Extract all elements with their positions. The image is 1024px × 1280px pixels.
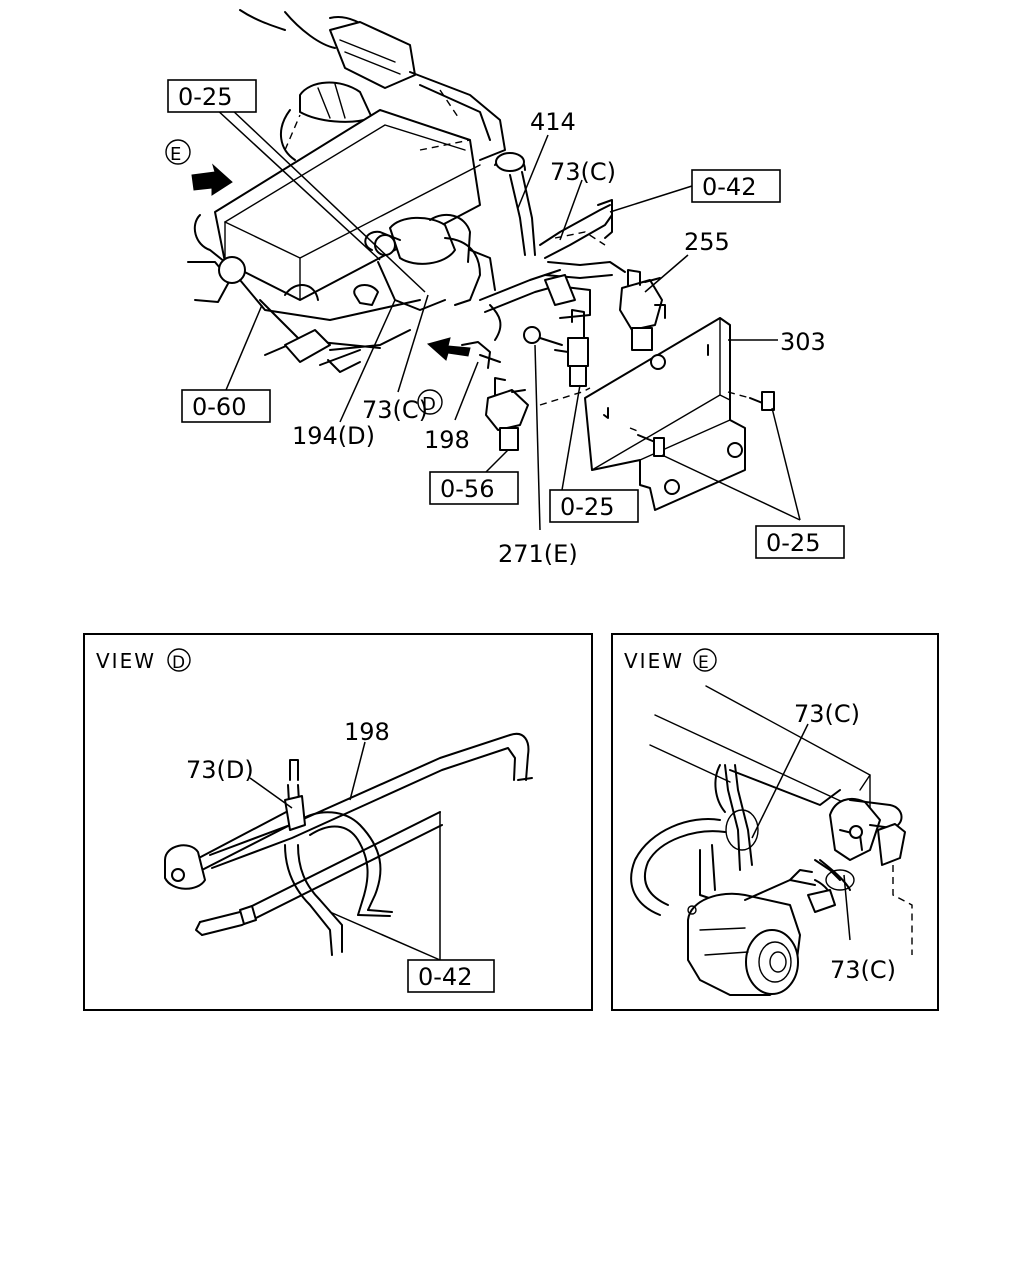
part-label-303: 303 — [780, 328, 826, 356]
main-view: E D 0-25 — [165, 9, 845, 568]
bracket-303 — [584, 317, 775, 511]
view-d-panel: VIEW D 198 73(D) 0-42 — [83, 633, 593, 1011]
view-marker-d: D — [417, 389, 443, 415]
part-label-73c-bottom: 73(C) — [362, 396, 428, 424]
leader-lines — [214, 107, 801, 531]
ref-box-025-top-text: 0-25 — [178, 83, 232, 111]
vsv-valve-255 — [619, 269, 666, 351]
view-d-title-letter: D — [172, 653, 185, 673]
view-e-part-label-73c-top: 73(C) — [794, 700, 860, 728]
engine-cover — [187, 89, 481, 373]
view-marker-e: E — [165, 139, 191, 165]
vsv-valve-left — [461, 304, 529, 451]
ref-box-025-top: 0-25 — [167, 79, 257, 113]
ref-box-042-text: 0-42 — [702, 173, 756, 201]
view-marker-d-text: D — [422, 394, 436, 415]
view-e-title-prefix: VIEW — [624, 649, 684, 673]
ref-box-056: 0-56 — [429, 471, 519, 505]
view-d-arrow — [426, 337, 471, 361]
view-e-title-letter: E — [698, 653, 709, 673]
view-arrows — [191, 163, 471, 361]
part-label-198: 198 — [424, 426, 470, 454]
ref-box-025-mid: 0-25 — [549, 489, 639, 523]
engine-upper-hoses — [239, 9, 506, 161]
part-label-271e: 271(E) — [498, 540, 578, 568]
view-d-ref-box-042-text: 0-42 — [418, 963, 472, 991]
bolt-271e — [523, 326, 563, 346]
ref-box-056-text: 0-56 — [440, 475, 494, 503]
view-d-part-label-73d: 73(D) — [186, 756, 254, 784]
ref-box-042: 0-42 — [691, 169, 781, 203]
view-e-part-label-73c-bottom: 73(C) — [830, 956, 896, 984]
view-e-arrow — [191, 163, 233, 196]
ref-box-025-mid-text: 0-25 — [560, 493, 614, 521]
ref-box-060-text: 0-60 — [192, 393, 246, 421]
view-d-ref-box-042: 0-42 — [407, 959, 495, 993]
view-marker-e-text: E — [170, 144, 181, 165]
part-label-414: 414 — [530, 108, 576, 136]
ref-box-025-right-text: 0-25 — [766, 529, 820, 557]
part-label-255: 255 — [684, 228, 730, 256]
view-d-title-prefix: VIEW — [96, 649, 156, 673]
view-d-part-label-198: 198 — [344, 718, 390, 746]
ref-box-060: 0-60 — [181, 389, 271, 423]
view-e-panel: VIEW E — [611, 633, 939, 1011]
part-label-194d: 194(D) — [292, 422, 375, 450]
right-hoses — [479, 152, 626, 319]
ref-box-025-right: 0-25 — [755, 525, 845, 559]
center-components — [284, 213, 496, 311]
vsv-valve-center — [539, 309, 591, 406]
part-label-73c-top: 73(C) — [550, 158, 616, 186]
